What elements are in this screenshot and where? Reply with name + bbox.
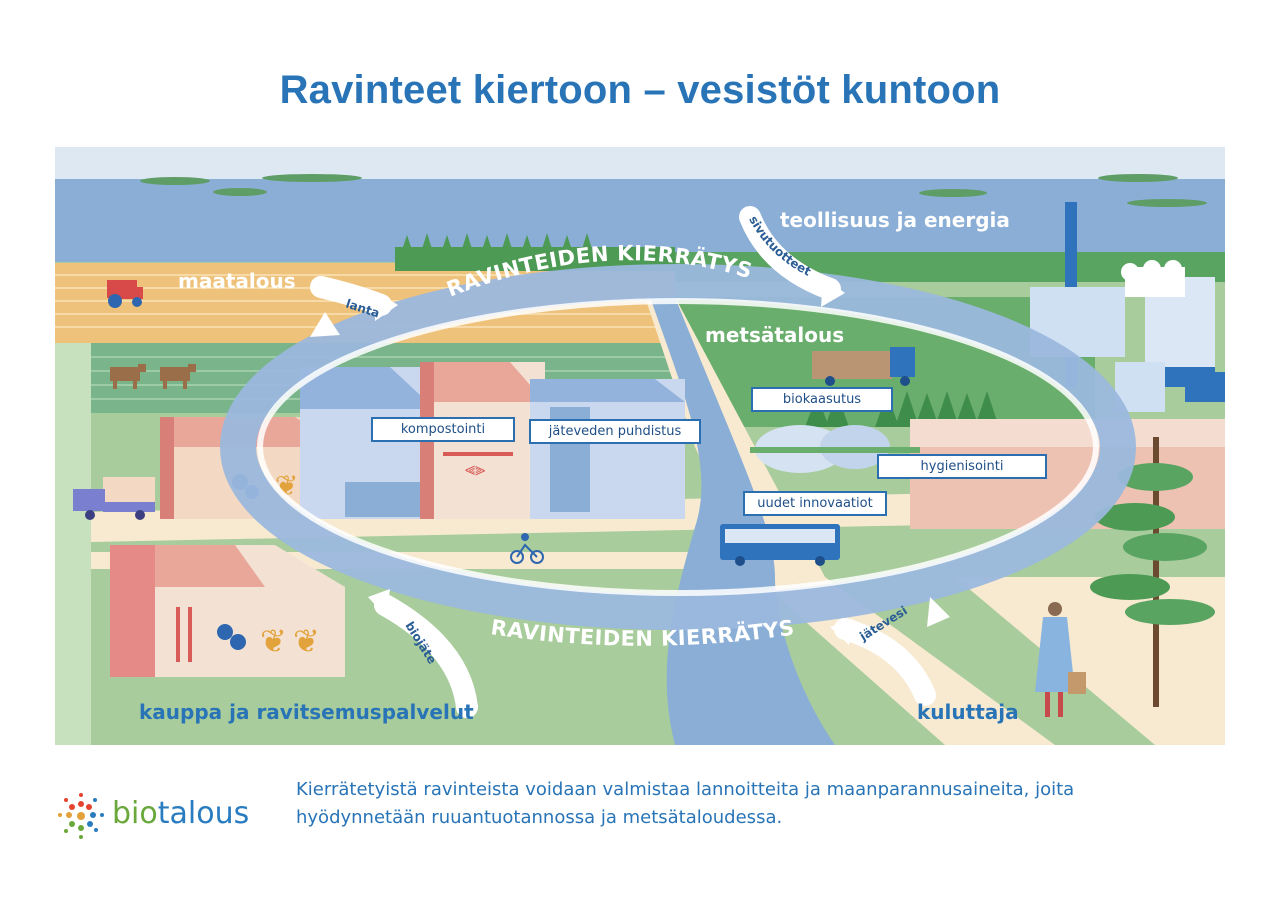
illustration-scene: ❦ ❦ ⫷⫸	[55, 147, 1225, 745]
footer-caption: Kierrätetyistä ravinteista voidaan valmi…	[296, 779, 1075, 828]
consumer-person-icon	[1035, 602, 1086, 717]
forest-top	[395, 233, 675, 271]
logo-prefix: bio	[112, 796, 158, 831]
logo-wordmark: biotalous	[112, 796, 249, 831]
tractor-icon	[107, 280, 143, 308]
page-title: Ravinteet kiertoon – vesistöt kuntoon	[279, 68, 1001, 112]
delivery-van-icon	[73, 477, 155, 520]
cows-icon	[110, 364, 196, 389]
logo-suffix: talous	[157, 796, 250, 831]
process-biogas: biokaasutus	[751, 387, 893, 412]
cyclist-icon	[510, 533, 544, 564]
process-composting: kompostointi	[371, 417, 515, 442]
sector-agriculture: maatalous	[178, 269, 296, 293]
sector-retail: kauppa ja ravitsemuspalvelut	[139, 700, 474, 724]
river	[650, 297, 835, 745]
sector-industry: teollisuus ja energia	[780, 208, 1010, 232]
cycle-ring	[220, 264, 1136, 630]
sector-forestry: metsätalous	[705, 323, 845, 347]
process-innovations: uudet innovaatiot	[743, 491, 887, 516]
svg-text:❦: ❦	[293, 622, 320, 660]
biotalous-logo: biotalous	[55, 790, 275, 844]
sector-consumer: kuluttaja	[917, 700, 1019, 724]
process-hygienisation: hygienisointi	[877, 454, 1047, 479]
log-truck-icon	[812, 347, 915, 386]
process-wastewater-treatment: jäteveden puhdistus	[529, 419, 701, 444]
bus-icon	[720, 524, 840, 566]
sky	[55, 147, 1225, 181]
biotalous-logo-icon	[58, 793, 104, 839]
svg-text:⫷⫸: ⫷⫸	[465, 459, 485, 480]
food-icons-lower: ❦ ❦	[176, 607, 320, 662]
pine-tree-icon	[1090, 437, 1215, 707]
svg-text:❦: ❦	[260, 622, 287, 660]
